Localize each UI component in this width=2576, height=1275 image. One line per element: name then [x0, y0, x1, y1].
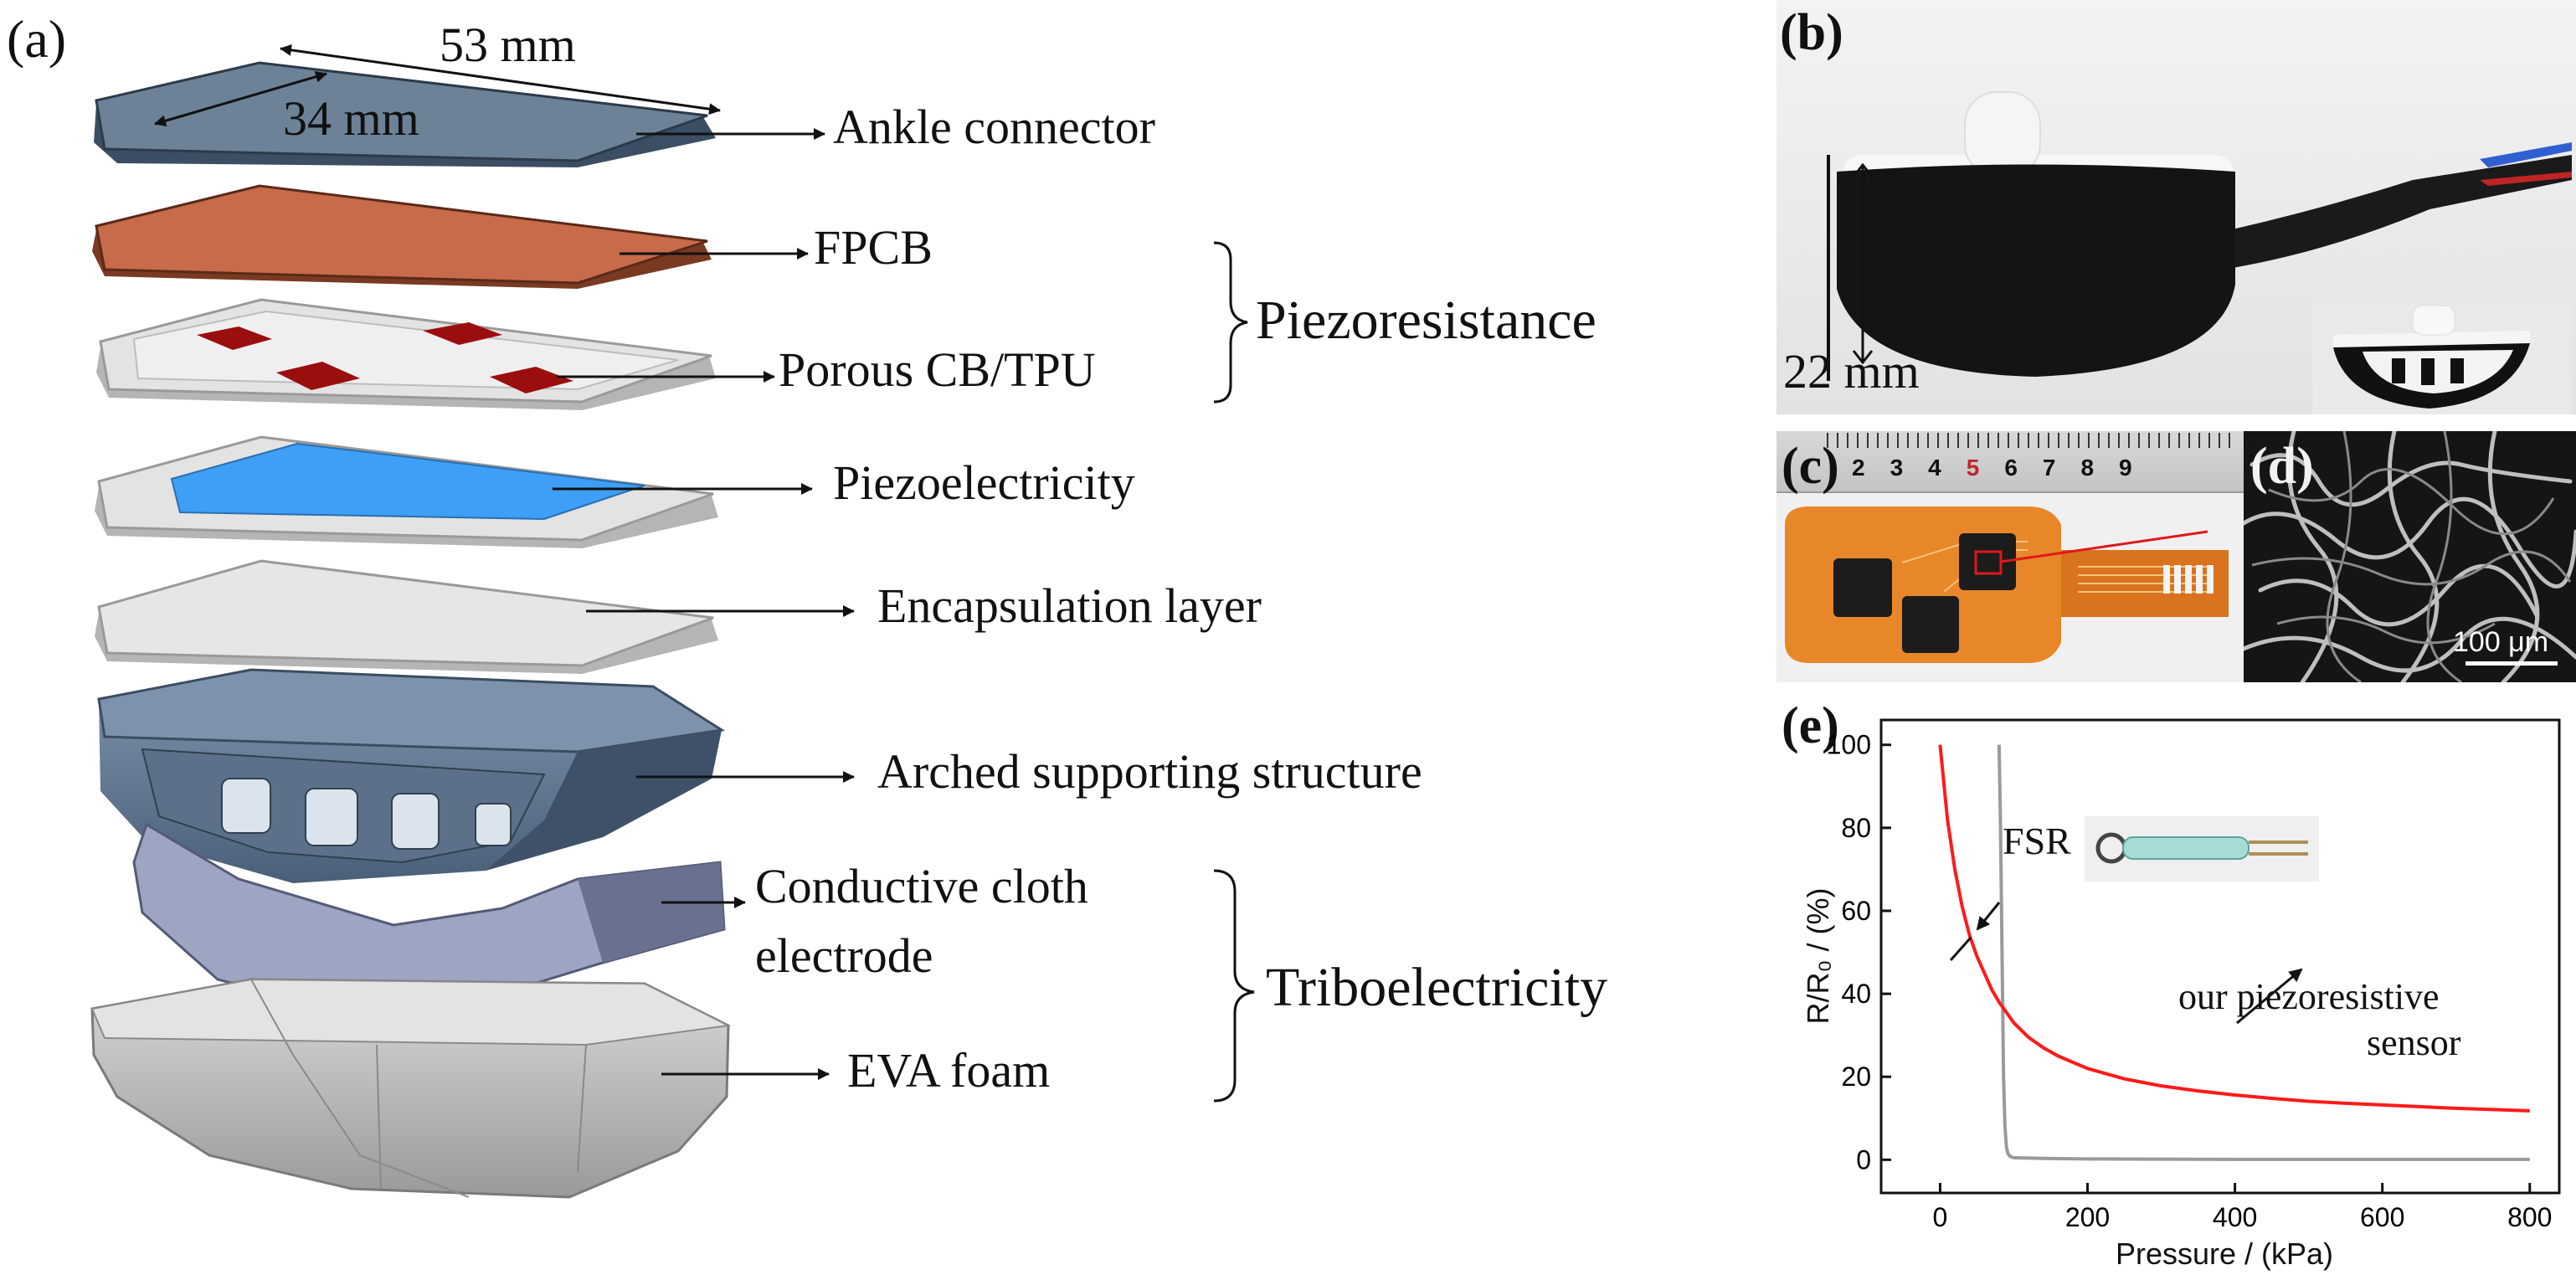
y-tick-label: 40 [1841, 979, 1871, 1009]
y-tick-label: 0 [1856, 1144, 1871, 1175]
device-photo [1776, 0, 2576, 414]
porous-layer-tray [96, 298, 716, 410]
leader-arrows [553, 128, 855, 1080]
device-photo-art [1827, 91, 2572, 414]
ruler-number: 3 [1890, 455, 1904, 481]
label-ankle-connector: Ankle connector [833, 100, 1155, 154]
triboelectricity-brace [1213, 869, 1255, 1103]
ruler-number: 8 [2080, 455, 2095, 481]
arched-support [97, 668, 726, 883]
resistance-chart: 0 200 400 600 800 0 20 40 60 80 100 FSR our piezo… [1801, 718, 2561, 1271]
length-dimension-arrow [280, 44, 721, 116]
ruler-ticks [1827, 433, 2237, 448]
panel-a-label: (a) [7, 9, 67, 69]
group-piezoresistance: Piezoresistance [1256, 290, 1597, 351]
x-tick-label: 200 [2065, 1202, 2110, 1232]
eva-foam [90, 978, 732, 1199]
fsr-inset-image [2085, 816, 2319, 882]
label-porous: Porous CB/TPU [779, 342, 1096, 397]
width-dimension-arrow [154, 70, 327, 127]
fpcb-plate [92, 184, 712, 289]
fpcb-photo: 2 3 4 5 6 7 8 9 [1776, 431, 2245, 682]
sem-texture [2244, 431, 2576, 682]
panel-c-label: (c) [1782, 438, 1839, 495]
encapsulation-layer [95, 559, 718, 674]
x-axis-label: Pressure / (kPa) [2116, 1236, 2333, 1271]
porous-sensor-pads [197, 322, 573, 393]
series-line-ours [1938, 744, 2530, 1113]
ruler-number: 4 [1928, 455, 1941, 481]
x-tick-label: 800 [2507, 1202, 2552, 1232]
ruler-number: 7 [2042, 455, 2056, 481]
annotation-ours-line1: our piezoresistive [2178, 976, 2440, 1017]
y-tick-label: 100 [1827, 730, 1871, 760]
series-line-fsr [1997, 744, 2530, 1161]
plot-frame [1879, 718, 2561, 1195]
y-tick-label: 80 [1841, 813, 1871, 843]
sem-image [2244, 431, 2576, 682]
label-fpcb: FPCB [814, 220, 933, 275]
piezoresistance-brace [1213, 241, 1248, 404]
ruler-number: 6 [2004, 455, 2018, 481]
x-tick-label: 600 [2360, 1202, 2404, 1232]
conductive-cloth [132, 822, 726, 1010]
label-arched: Arched supporting structure [877, 744, 1422, 799]
annotation-arrows [1949, 902, 2303, 1025]
label-cloth-line2: electrode [755, 928, 933, 983]
x-tick-label: 0 [1933, 1202, 1948, 1232]
label-piezo: Piezoelectricity [833, 455, 1135, 510]
y-axis-label: R/R₀ / (%) [1801, 888, 1835, 1025]
ruler-number: 9 [2119, 455, 2132, 481]
exploded-view [90, 44, 1255, 1199]
sem-scale-label: 100 μm [2453, 626, 2549, 658]
label-cloth-line1: Conductive cloth [755, 859, 1088, 913]
label-encapsulation: Encapsulation layer [877, 578, 1262, 633]
height-dimension-arrow [1852, 163, 1874, 364]
y-tick-label: 60 [1841, 896, 1871, 926]
ruler-number: 2 [1852, 455, 1865, 481]
annotation-fsr: FSR [2003, 820, 2071, 862]
fpcb-board-art [1785, 506, 2229, 663]
piezo-film [170, 442, 645, 521]
y-tick-label: 20 [1841, 1062, 1871, 1092]
piezo-layer-tray [95, 435, 718, 548]
length-dimension-label: 53 mm [440, 18, 576, 72]
annotation-ours-line2: sensor [2367, 1022, 2461, 1063]
height-dimension-label: 22 mm [1783, 344, 1920, 398]
ruler-numbers: 2 3 4 5 6 7 8 9 [1852, 455, 2132, 481]
panel-b-label: (b) [1780, 4, 1843, 61]
label-eva: EVA foam [847, 1043, 1051, 1098]
group-triboelectricity: Triboelectricity [1266, 957, 1608, 1018]
panel-e-label: (e) [1782, 697, 1839, 754]
ruler-number: 5 [1966, 455, 1980, 481]
width-dimension-label: 34 mm [283, 91, 419, 146]
panel-d-label: (d) [2250, 438, 2314, 495]
x-tick-label: 400 [2213, 1202, 2257, 1232]
